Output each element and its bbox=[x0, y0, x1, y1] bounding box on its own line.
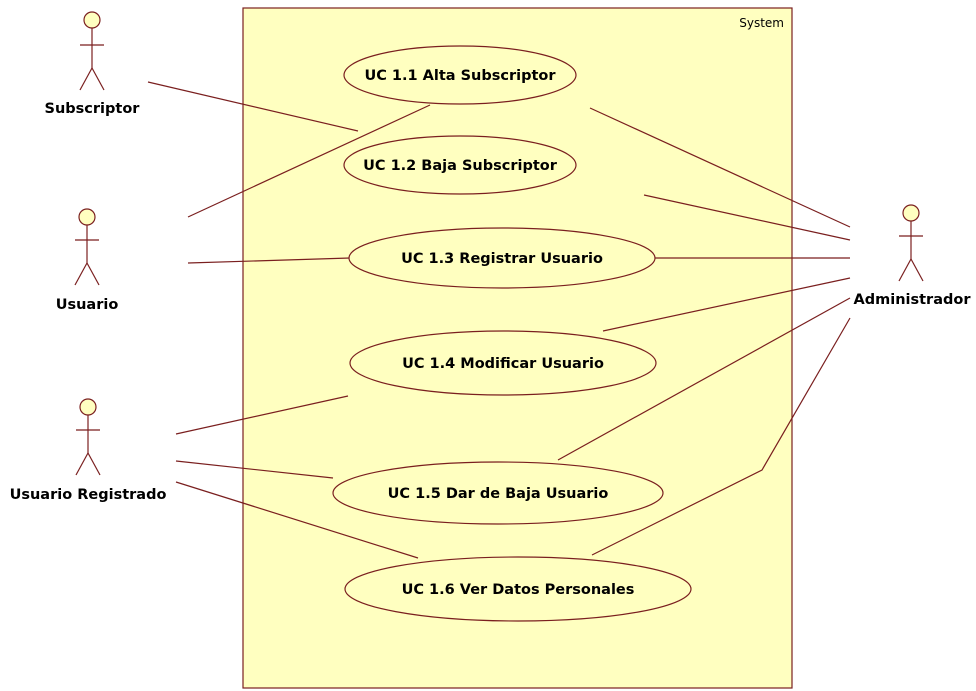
assoc-registrado-uc15 bbox=[175, 460, 334, 479]
actor-stick-figure-icon bbox=[898, 204, 924, 282]
actor-label: Usuario Registrado bbox=[10, 487, 167, 503]
use-case-ellipse bbox=[343, 135, 577, 195]
use-case-ellipse bbox=[348, 227, 656, 289]
use-case-uc15[interactable]: UC 1.5 Dar de Baja Usuario bbox=[332, 461, 664, 525]
actor-administrador[interactable]: Administrador bbox=[854, 204, 972, 308]
actor-label: Subscriptor bbox=[45, 101, 141, 117]
use-case-label: UC 1.2 Baja Subscriptor bbox=[363, 158, 558, 174]
use-case-uc12[interactable]: UC 1.2 Baja Subscriptor bbox=[343, 135, 577, 195]
actor-label: Administrador bbox=[854, 292, 972, 308]
use-case-label: UC 1.3 Registrar Usuario bbox=[401, 251, 603, 267]
assoc-admin-uc16 bbox=[591, 317, 851, 556]
actor-subscriptor[interactable]: Subscriptor bbox=[45, 11, 141, 117]
use-case-ellipse bbox=[343, 45, 577, 105]
associations bbox=[147, 81, 851, 559]
use-case-label: UC 1.1 Alta Subscriptor bbox=[364, 68, 556, 84]
actor-usuario[interactable]: Usuario bbox=[56, 208, 119, 313]
use-case-label: UC 1.5 Dar de Baja Usuario bbox=[388, 486, 609, 502]
use-case-uc14[interactable]: UC 1.4 Modificar Usuario bbox=[349, 330, 657, 396]
assoc-registrado-uc14 bbox=[175, 395, 349, 435]
use-case-ellipse bbox=[344, 556, 692, 622]
assoc-admin-uc12 bbox=[643, 194, 851, 241]
use-case-ellipse bbox=[349, 330, 657, 396]
use-case-uc16[interactable]: UC 1.6 Ver Datos Personales bbox=[344, 556, 692, 622]
actor-label: Usuario bbox=[56, 297, 119, 313]
assoc-admin-uc11 bbox=[589, 107, 851, 228]
use-case-label: UC 1.4 Modificar Usuario bbox=[402, 356, 604, 372]
assoc-subscriptor-uc12 bbox=[147, 81, 359, 132]
actor-stick-figure-icon bbox=[74, 208, 100, 286]
use-case-ellipse bbox=[332, 461, 664, 525]
use-case-label: UC 1.6 Ver Datos Personales bbox=[402, 582, 635, 598]
actor-stick-figure-icon bbox=[79, 11, 105, 91]
actor-usuario-registrado[interactable]: Usuario Registrado bbox=[10, 398, 167, 503]
system-label: System bbox=[739, 16, 784, 30]
use-case-uc11[interactable]: UC 1.1 Alta Subscriptor bbox=[343, 45, 577, 105]
assoc-admin-uc14 bbox=[602, 277, 851, 332]
assoc-usuario-uc11 bbox=[187, 104, 431, 218]
assoc-admin-uc15 bbox=[557, 297, 851, 461]
actor-stick-figure-icon bbox=[75, 398, 101, 476]
assoc-registrado-uc16 bbox=[175, 481, 419, 559]
use-case-uc13[interactable]: UC 1.3 Registrar Usuario bbox=[348, 227, 656, 289]
assoc-usuario-uc13 bbox=[187, 257, 351, 264]
